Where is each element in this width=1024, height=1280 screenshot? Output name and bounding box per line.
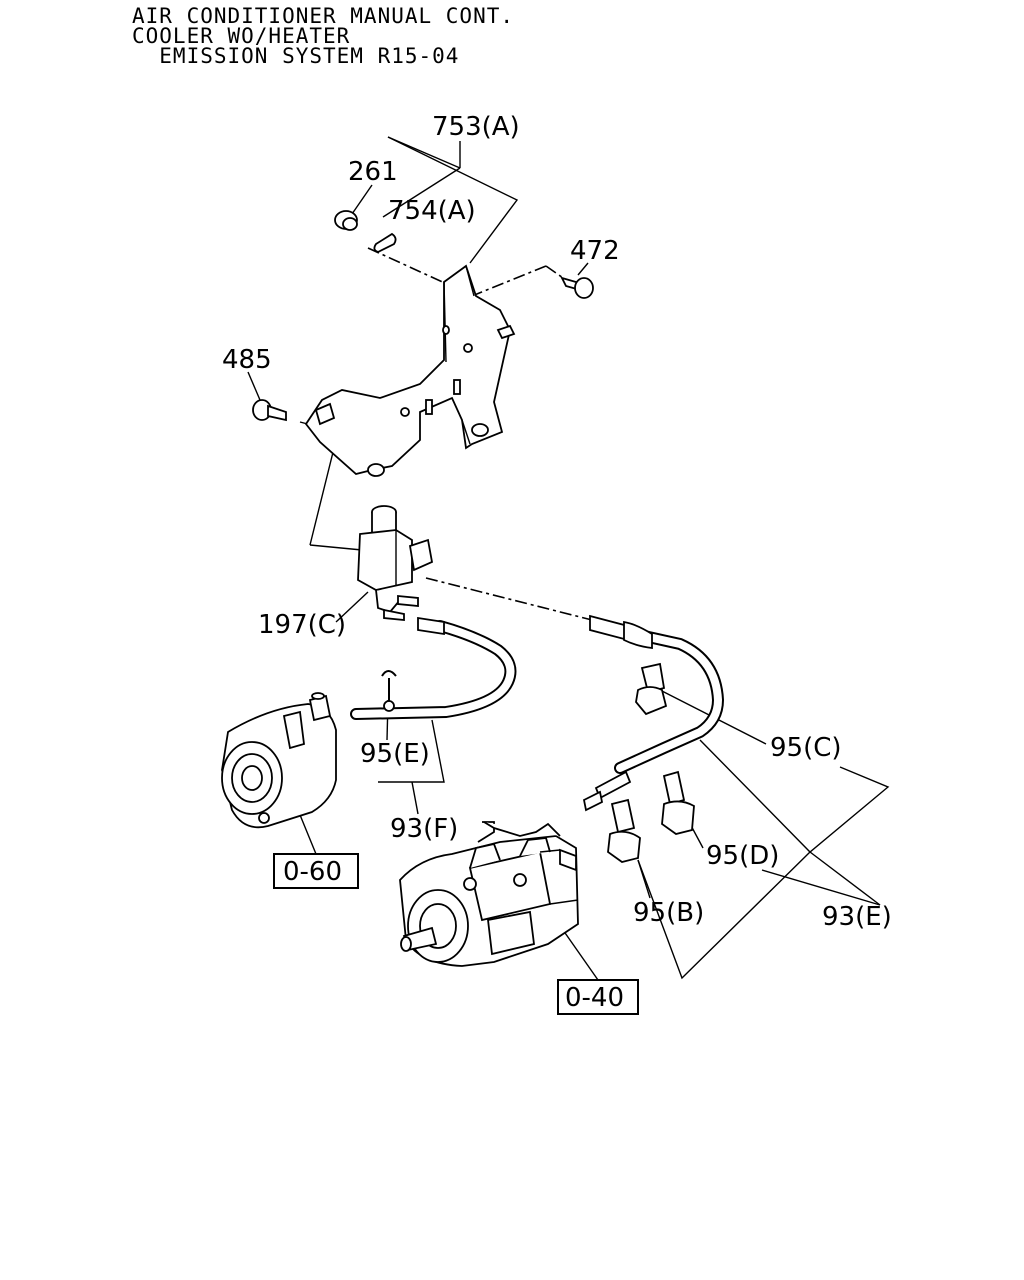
label-95B[interactable]: 95(B) (633, 898, 704, 928)
header-line-1: AIR CONDITIONER MANUAL CONT. (132, 4, 515, 28)
pin-754A[interactable] (373, 232, 397, 253)
ref-0-40-text: 0-40 (565, 983, 624, 1013)
label-261[interactable]: 261 (348, 157, 398, 187)
clip-95E[interactable] (381, 670, 397, 712)
ref-box-0-60[interactable]: 0-60 (273, 853, 359, 889)
bolt-485[interactable] (252, 399, 287, 422)
clip-95C[interactable] (635, 662, 668, 716)
label-754A[interactable]: 754(A) (388, 196, 476, 226)
label-95E[interactable]: 95(E) (360, 739, 430, 769)
clip-95D[interactable] (661, 770, 695, 835)
label-95C[interactable]: 95(C) (770, 733, 842, 763)
header-line-2: COOLER WO/HEATER (132, 24, 351, 48)
label-93F[interactable]: 93(F) (390, 814, 458, 844)
injection-pump-0-40[interactable] (399, 821, 579, 967)
label-197C[interactable]: 197(C) (258, 610, 346, 640)
bracket-753A[interactable] (304, 264, 516, 477)
header-line-3: EMISSION SYSTEM R15-04 (132, 44, 460, 68)
hose-93F[interactable] (350, 616, 517, 720)
valve-197C[interactable] (357, 505, 434, 621)
bolt-472[interactable] (560, 276, 594, 299)
label-753A[interactable]: 753(A) (432, 112, 520, 142)
label-93E[interactable]: 93(E) (822, 902, 892, 932)
label-95D[interactable]: 95(D) (706, 841, 779, 871)
ref-0-60-text: 0-60 (283, 857, 342, 887)
clip-95B[interactable] (607, 798, 641, 863)
label-485[interactable]: 485 (222, 345, 272, 375)
hose-93E[interactable] (582, 614, 725, 812)
ref-box-0-40[interactable]: 0-40 (557, 979, 639, 1015)
grommet-261[interactable] (334, 210, 358, 231)
label-472[interactable]: 472 (570, 236, 620, 266)
compressor-0-60[interactable] (221, 692, 337, 829)
